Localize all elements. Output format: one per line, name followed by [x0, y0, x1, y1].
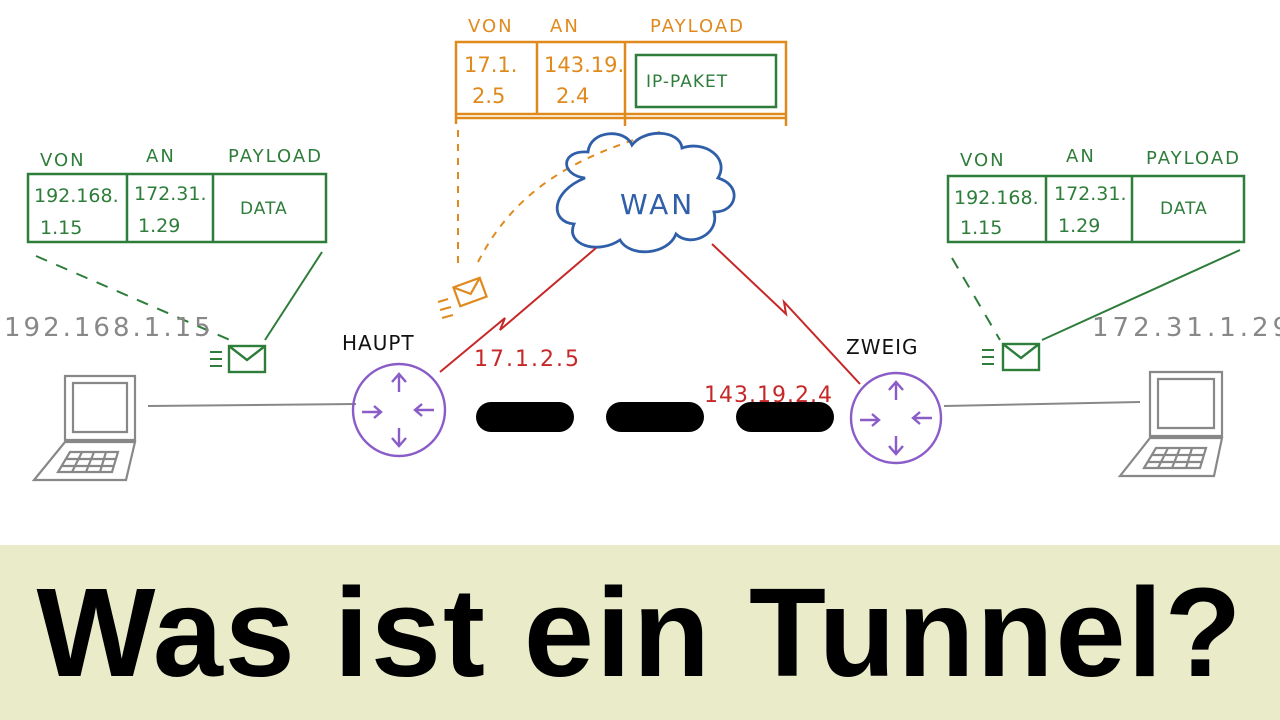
envelope-icon — [452, 276, 488, 308]
right-router-label: ZWEIG — [846, 335, 919, 359]
left-packet-table — [26, 172, 328, 244]
tunnel-header-von: VON — [468, 16, 514, 37]
left-header-von: VON — [40, 150, 86, 171]
router-icon — [351, 362, 447, 458]
tunnel-von-line2: 2.5 — [472, 84, 505, 108]
right-von-line2: 1.15 — [960, 217, 1002, 239]
right-header-payload: PAYLOAD — [1146, 148, 1241, 169]
right-header-von: VON — [960, 150, 1006, 171]
right-header-an: AN — [1066, 146, 1096, 167]
tunnel-dash — [476, 402, 574, 432]
left-router-label: HAUPT — [342, 331, 415, 355]
tunnel-packet-table — [454, 40, 788, 126]
laptop-icon — [31, 374, 137, 482]
right-host-ip: 172.31.1.29 — [1092, 313, 1280, 343]
envelope-speed-lines — [982, 349, 994, 365]
tunnel-an-line2: 2.4 — [556, 84, 589, 108]
laptop-icon — [1117, 370, 1224, 478]
left-header-payload: PAYLOAD — [228, 146, 323, 167]
right-callout-dashed — [951, 257, 1001, 341]
right-packet-table — [946, 174, 1246, 244]
right-router-ip: 143.19.2.4 — [704, 383, 833, 408]
tunnel-dash — [606, 402, 704, 432]
tunnel-payload: IP-PAKET — [646, 72, 728, 92]
page-title: Was ist ein Tunnel? — [36, 561, 1244, 703]
left-von-line1: 192.168. — [34, 185, 119, 207]
left-an-line2: 1.29 — [138, 215, 180, 237]
tunnel-von-line1: 17.1. — [464, 53, 517, 77]
left-von-line2: 1.15 — [40, 217, 82, 239]
left-payload: DATA — [240, 199, 288, 219]
tunnel-trail-curve — [477, 131, 661, 263]
right-von-line1: 192.168. — [954, 187, 1039, 209]
left-callout-dashed — [35, 255, 231, 341]
tunnel-inner-packet-box — [634, 53, 778, 109]
right-payload: DATA — [1160, 199, 1208, 219]
tunnel-an-line1: 143.19. — [544, 53, 624, 77]
left-host-ip: 192.168.1.15 — [4, 313, 214, 343]
lan-cable-left — [147, 403, 357, 407]
right-an-line1: 172.31. — [1054, 183, 1127, 205]
lan-cable-right — [943, 401, 1141, 407]
title-banner: Was ist ein Tunnel? — [0, 545, 1280, 720]
left-router-ip: 17.1.2.5 — [474, 347, 581, 372]
wan-label: WAN — [620, 188, 695, 221]
cloud-icon — [555, 131, 736, 254]
right-callout-solid — [1041, 249, 1241, 341]
tunnel-header-payload: PAYLOAD — [650, 16, 745, 37]
envelope-speed-lines — [437, 298, 454, 319]
left-callout-solid — [264, 251, 323, 341]
tunnel-header-an: AN — [550, 16, 580, 37]
tunnel-diagram: VON AN PAYLOAD 17.1. 2.5 143.19. 2.4 IP-… — [4, 16, 1280, 482]
tunnel-dash — [736, 402, 834, 432]
envelope-speed-lines — [210, 351, 222, 367]
wan-link-left — [439, 247, 597, 373]
router-icon — [849, 371, 943, 465]
right-an-line2: 1.29 — [1058, 215, 1100, 237]
wan-link-right — [711, 243, 861, 385]
tunnel-dashes — [476, 402, 834, 432]
envelope-icon — [227, 344, 267, 374]
envelope-icon — [1001, 342, 1041, 372]
tunnel-packet-headers: VON AN PAYLOAD — [468, 16, 745, 37]
left-an-line1: 172.31. — [134, 183, 207, 205]
left-header-an: AN — [146, 146, 176, 167]
